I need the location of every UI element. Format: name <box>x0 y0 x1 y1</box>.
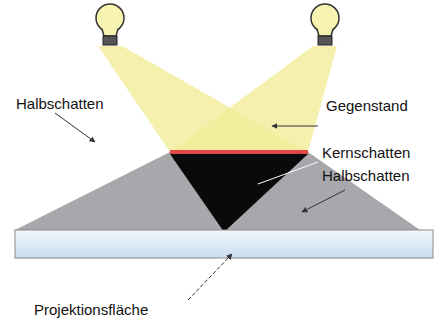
leader-line <box>55 113 95 142</box>
light-bulb <box>96 4 124 45</box>
core-shadow-label: Kernschatten <box>322 145 410 162</box>
object-label: Gegenstand <box>326 98 408 115</box>
object <box>170 150 308 154</box>
light-bulb <box>311 4 339 45</box>
half-shadow-label: Halbschatten <box>322 168 410 185</box>
leader-line <box>258 162 318 184</box>
surface-label: Projektionsfläche <box>34 302 148 319</box>
half-shadow-label: Halbschatten <box>16 96 104 113</box>
leader-line <box>272 126 318 127</box>
leader-line <box>188 254 232 300</box>
leader-line <box>302 190 345 212</box>
light-cone <box>170 46 337 152</box>
projection-surface <box>15 230 433 258</box>
core-shadow <box>170 154 308 232</box>
